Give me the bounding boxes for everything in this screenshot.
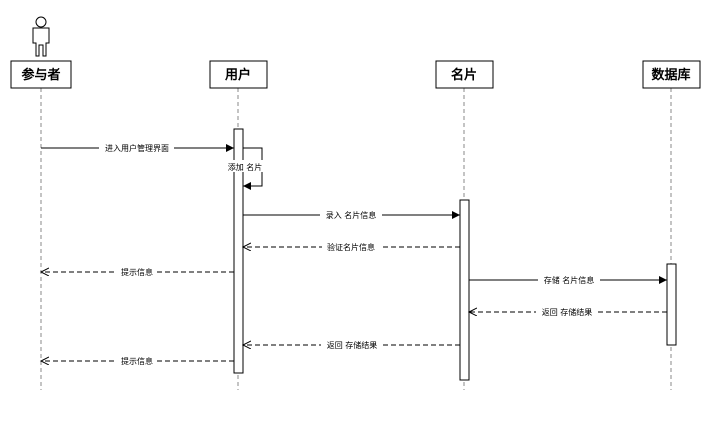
- message-m4-label: 验证名片信息: [327, 242, 375, 252]
- participant-actor: 参与者: [10, 60, 72, 89]
- message-m7-label: 返回 存储结果: [542, 307, 593, 317]
- participant-card-label: 名片: [451, 67, 477, 83]
- participant-user-label: 用户: [224, 67, 251, 83]
- message-m3-label: 录入 名片信息: [326, 210, 377, 220]
- activation-user: [233, 128, 244, 374]
- message-m7: 返回 存储结果: [469, 306, 667, 318]
- participant-card: 名片: [435, 60, 494, 89]
- activation-card: [459, 199, 470, 381]
- participant-actor-label: 参与者: [21, 67, 60, 83]
- message-m3: 录入 名片信息: [243, 209, 460, 221]
- participant-db: 数据库: [642, 60, 701, 89]
- participant-user: 用户: [209, 60, 268, 89]
- message-m5-label: 提示信息: [121, 267, 153, 277]
- message-m8-label: 返回 存储结果: [327, 340, 378, 350]
- message-m8: 返回 存储结果: [243, 339, 460, 351]
- message-m5: 提示信息: [41, 266, 234, 278]
- message-m2: 添加 名片: [225, 147, 265, 190]
- message-m9-label: 提示信息: [121, 356, 153, 366]
- activation-db: [666, 263, 677, 346]
- message-m9: 提示信息: [41, 355, 234, 367]
- participant-db-label: 数据库: [651, 67, 690, 83]
- message-m1: 进入用户管理界面: [41, 141, 234, 153]
- message-m6: 存储 名片信息: [469, 274, 667, 286]
- message-m6-label: 存储 名片信息: [544, 275, 595, 285]
- message-m4: 验证名片信息: [243, 241, 460, 253]
- person-icon: [32, 16, 50, 57]
- message-m2-label: 添加 名片: [228, 162, 263, 172]
- message-m1-label: 进入用户管理界面: [105, 143, 169, 153]
